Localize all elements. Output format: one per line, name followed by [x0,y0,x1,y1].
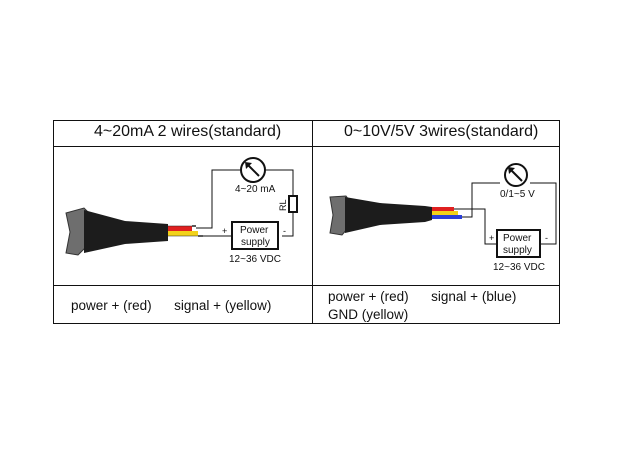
power-supply-2-label-bottom: supply [503,245,532,256]
sensor-2-cable [345,197,432,233]
power-supply-1-plus: + [222,226,227,236]
supply-2-voltage: 12~36 VDC [493,262,545,273]
column-divider [312,121,313,323]
header-divider [54,146,559,147]
power-supply-1-label-top: Power [240,225,269,236]
supply-1-voltage: 12~36 VDC [229,254,281,265]
panel-2-diagram: 0/1~5 V Power supply + - 12~36 VDC [329,163,557,273]
resistor-label: RL [278,199,288,211]
power-supply-2-label-top: Power [503,233,532,244]
panel-1-red-wire [168,226,192,231]
power-supply-1-label-bottom: supply [241,237,270,248]
panel-2-power-wire [454,208,497,245]
panel-2-title: 0~10V/5V 3wires(standard) [344,123,539,140]
panel-2-wire-legend: power + (red) signal + (blue) [328,289,517,304]
meter-2-label: 0/1~5 V [500,189,535,200]
panel-1-diagram: 4~20 mA RL Power supply + - 12~36 VDC [65,157,298,265]
power-supply-2-plus: + [489,233,494,243]
power-supply-1-minus: - [283,226,286,236]
legend-divider [54,285,559,286]
sensor-1-body [65,207,89,256]
resistor-icon [288,195,298,213]
sensor-1-cable [84,210,168,253]
panel-1-wire-legend: power + (red) signal + (yellow) [71,298,272,313]
panel-1-yellow-wire [168,231,198,236]
power-supply-2 [496,229,541,258]
panel-2-blue-wire [432,215,462,219]
power-supply-1 [231,221,279,250]
power-supply-2-minus: - [545,233,548,243]
panel-2-signal-wire [462,182,500,218]
panel-1-title: 4~20mA 2 wires(standard) [94,123,282,140]
wiring-table: 4~20mA 2 wires(standard) 0~10V/5V 3wires… [53,120,560,324]
panel-2-red-wire [432,207,454,211]
meter-1-label: 4~20 mA [235,184,276,195]
panel-2-yellow-wire [432,211,458,215]
panel-2-gnd-legend: GND (yellow) [328,307,409,322]
panel-1-loop-wire [196,169,240,229]
